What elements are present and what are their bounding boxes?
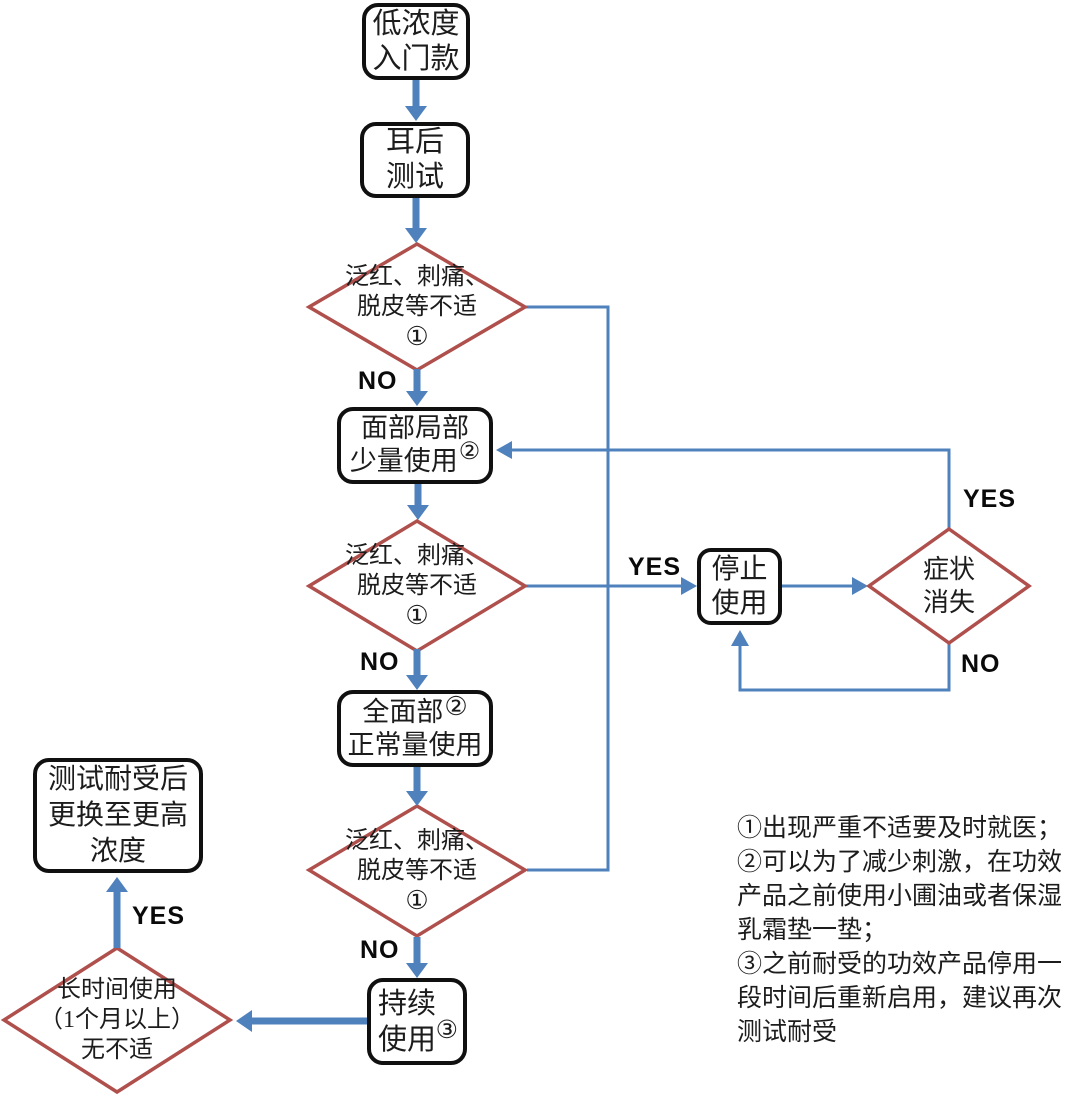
arrow-longterm-to-upgrade xyxy=(106,877,128,948)
arrow-localuse-to-d2 xyxy=(407,484,429,520)
decision-long-term-text: 长时间使用 （1个月以上） 无不适 xyxy=(39,977,195,1063)
footnote-line: ①出现严重不适要及时就医； xyxy=(737,815,1063,842)
decision-irritation-3-text: 泛红、刺痛、 脱皮等不适 ① xyxy=(345,828,489,915)
node-upgrade-concentration: 测试耐受后 更换至更高 浓度 xyxy=(33,758,203,873)
arrowhead-yes-loop xyxy=(496,441,512,459)
arrow-fulluse-to-d3 xyxy=(406,767,428,806)
node-stop-use-line2: 使用 xyxy=(711,587,768,619)
arrowhead-into-stop xyxy=(681,577,697,595)
connector-yes-loop xyxy=(512,448,951,529)
label-no-3: NO xyxy=(360,936,400,964)
arrow-d2-to-fulluse xyxy=(406,649,428,690)
node-stop-use-line1: 停止 xyxy=(711,553,768,585)
decision-symptoms-gone-text: 症状 消失 xyxy=(922,555,975,617)
node-ear-test: 耳后 测试 xyxy=(360,122,470,198)
arrowhead-no-loop xyxy=(731,630,749,646)
label-yes-to-stop: YES xyxy=(628,553,682,581)
label-no-2: NO xyxy=(360,648,400,676)
footnote-line: 段时间后重新启用，建议再次 xyxy=(737,985,1063,1012)
node-local-use-line2: 少量使用 xyxy=(349,445,458,476)
footnote-line: 乳霜垫一垫； xyxy=(737,917,888,944)
arrow-continue-to-longterm xyxy=(236,1010,367,1032)
connector-no-loop xyxy=(738,643,951,692)
node-upgrade-line1: 测试耐受后 xyxy=(47,763,188,795)
node-full-use-line2: 正常量使用 xyxy=(347,729,483,760)
arrow-entry-to-eartest xyxy=(405,80,427,121)
node-local-use-marker: ② xyxy=(458,438,481,465)
node-ear-test-line1: 耳后 xyxy=(385,126,444,158)
arrowhead-into-symptoms xyxy=(852,577,868,595)
decision-symptoms-gone-shape xyxy=(865,526,1033,646)
footnote-line: 产品之前使用小圃油或者保湿 xyxy=(737,883,1063,910)
connector-side-rail xyxy=(525,305,610,872)
label-yes-symptoms: YES xyxy=(963,485,1017,513)
footnote-line: ③之前耐受的功效产品停用一 xyxy=(737,951,1063,978)
node-entry-line1: 低浓度 xyxy=(372,7,460,40)
label-no-symptoms: NO xyxy=(961,650,1001,678)
decision-irritation-3-shape xyxy=(305,803,529,939)
node-continue-use-marker: ③ xyxy=(435,1017,458,1044)
arrow-eartest-to-d1 xyxy=(405,197,427,243)
node-full-use-line1: 全面部 xyxy=(362,696,444,727)
footnote-line: ②可以为了减少刺激，在功效 xyxy=(737,849,1063,876)
decision-irritation-2-text: 泛红、刺痛、 脱皮等不适 ① xyxy=(345,543,489,630)
node-continue-use-line1: 持续 xyxy=(377,987,436,1020)
node-full-use: 全面部② 正常量使用 xyxy=(337,690,493,767)
label-yes-long-term: YES xyxy=(132,902,186,930)
node-entry-line2: 入门款 xyxy=(372,42,460,75)
decision-long-term-shape xyxy=(0,945,234,1095)
label-no-1: NO xyxy=(358,367,398,395)
footnotes: ①出现严重不适要及时就医； ②可以为了减少刺激，在功效 产品之前使用小圃油或者保… xyxy=(737,812,1080,1050)
node-continue-use-line2: 使用 xyxy=(377,1023,436,1056)
decision-irritation-1-text: 泛红、刺痛、 脱皮等不适 ① xyxy=(345,264,489,351)
node-upgrade-line2: 更换至更高 xyxy=(47,799,188,831)
node-entry-product: 低浓度 入门款 xyxy=(362,3,470,80)
node-continue-use: 持续 使用 ③ xyxy=(367,978,467,1065)
node-upgrade-line3: 浓度 xyxy=(89,835,146,867)
arrow-d3-to-continue xyxy=(406,937,428,978)
arrow-d1-to-localuse xyxy=(406,369,428,406)
node-stop-use: 停止 使用 xyxy=(697,548,782,625)
node-local-use-line1: 面部局部 xyxy=(361,412,469,443)
node-ear-test-line2: 测试 xyxy=(385,161,444,193)
footnote-line: 测试耐受 xyxy=(737,1019,838,1046)
node-local-use: 面部局部 少量使用② xyxy=(337,407,493,484)
node-full-use-marker: ② xyxy=(444,691,468,721)
